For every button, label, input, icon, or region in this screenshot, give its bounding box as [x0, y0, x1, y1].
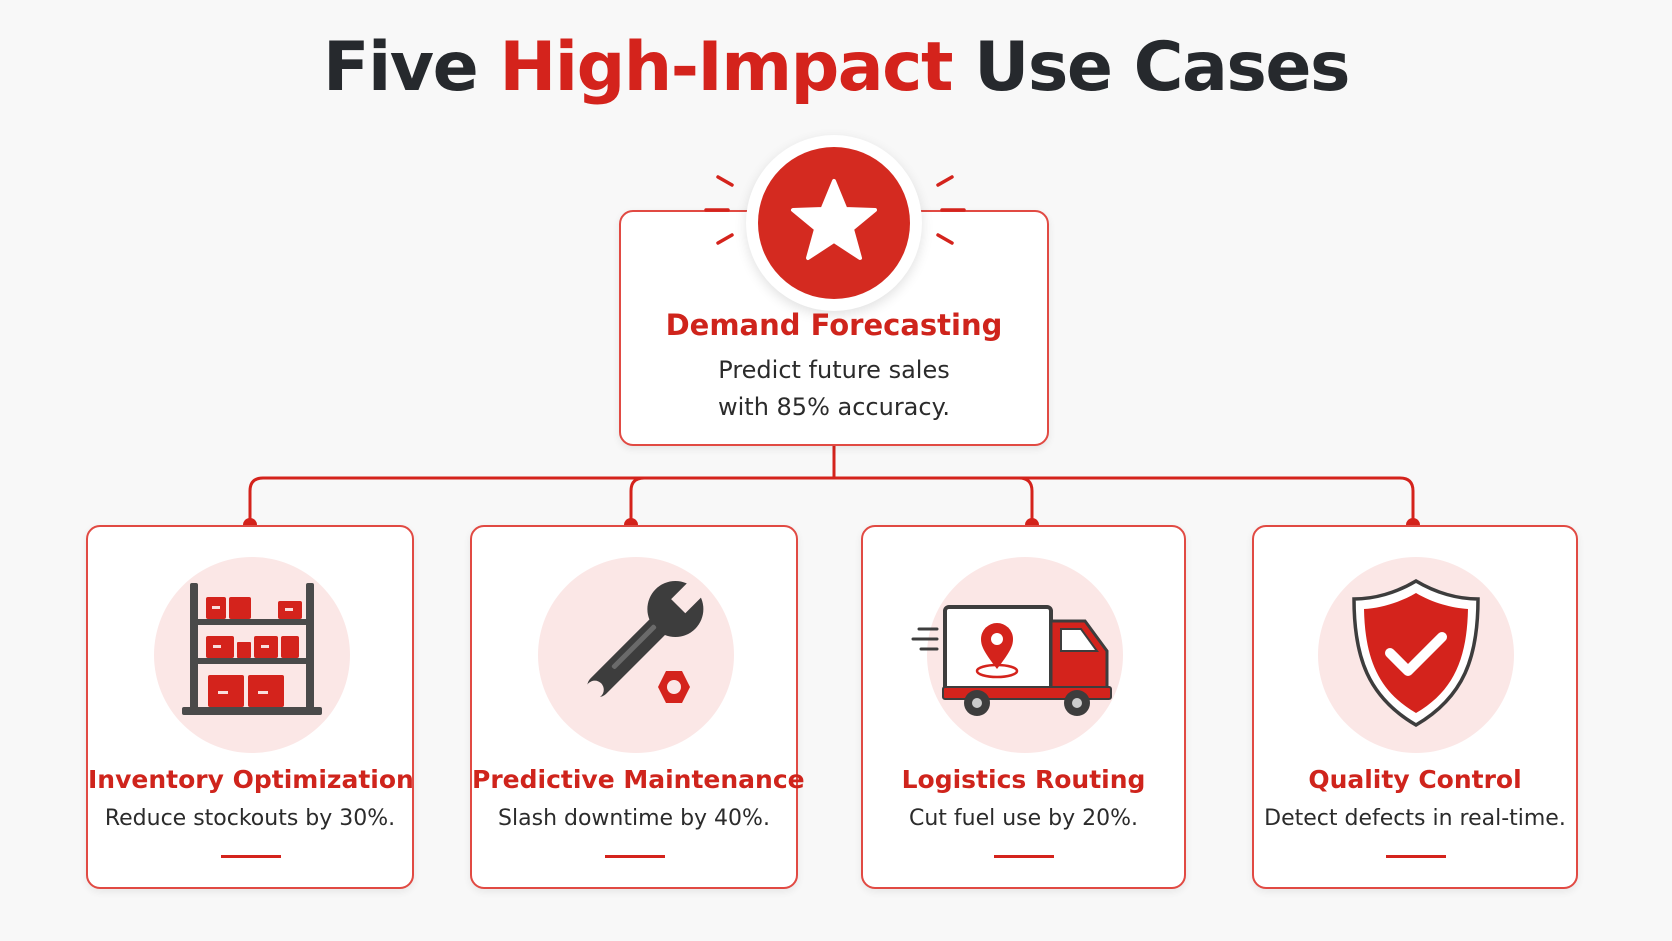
warehouse-shelf-icon: [182, 583, 322, 715]
title-part1: Five: [323, 28, 500, 107]
use-case-title: Inventory Optimization: [88, 765, 414, 794]
star-badge: [746, 135, 922, 311]
shield-check-icon: [1352, 578, 1480, 728]
use-case-description: Cut fuel use by 20%.: [908, 806, 1139, 831]
main-case-title: Demand Forecasting: [665, 308, 1003, 342]
use-case-card-logistics: Logistics Routing Cut fuel use by 20%.: [861, 525, 1186, 889]
use-case-card-inventory: Inventory Optimization Reduce stockouts …: [86, 525, 414, 889]
highlight-rays-icon: [704, 175, 966, 245]
use-case-title: Predictive Maintenance: [472, 765, 805, 794]
main-case-desc-line1: Predict future sales: [718, 356, 950, 384]
main-case-description: Predict future sales with 85% accuracy.: [619, 352, 1049, 426]
main-case-desc-line2: with 85% accuracy.: [717, 393, 950, 421]
wrench-nut-icon: [585, 577, 707, 703]
accent-underline: [221, 855, 281, 858]
use-case-card-maintenance: Predictive Maintenance Slash downtime by…: [470, 525, 805, 889]
use-case-description: Detect defects in real-time.: [1264, 806, 1566, 831]
use-case-title: Quality Control: [1308, 765, 1522, 794]
use-case-description: Reduce stockouts by 30%.: [104, 806, 396, 831]
use-case-card-quality: Quality Control Detect defects in real-t…: [1252, 525, 1578, 889]
use-case-description: Slash downtime by 40%.: [498, 806, 770, 831]
title-part2: Use Cases: [951, 28, 1350, 107]
star-icon: [791, 179, 877, 260]
accent-underline: [605, 855, 665, 858]
page-title: Five High-Impact Use Cases: [0, 28, 1672, 107]
accent-underline: [1386, 855, 1446, 858]
accent-underline: [994, 855, 1054, 858]
title-highlight: High-Impact: [499, 28, 953, 107]
delivery-truck-icon: [911, 605, 1112, 716]
use-case-title: Logistics Routing: [901, 765, 1146, 794]
